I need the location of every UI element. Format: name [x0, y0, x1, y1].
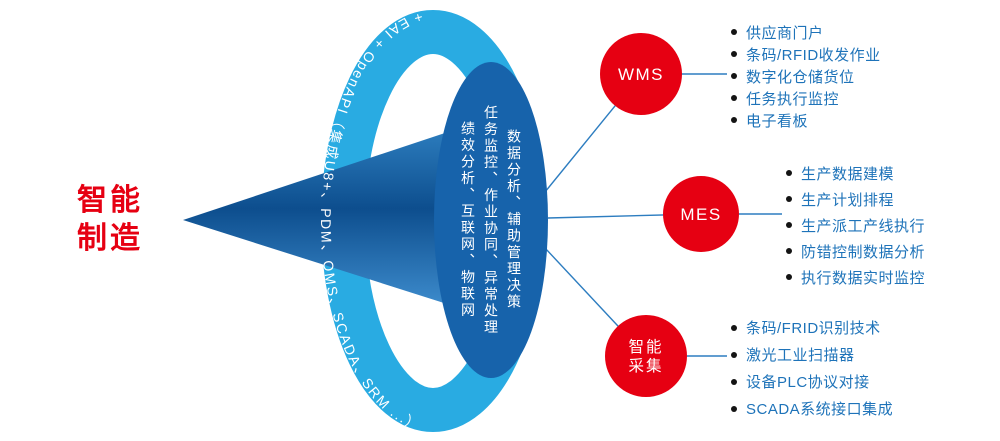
bullet-icon: [786, 196, 792, 202]
bullet-icon: [786, 222, 792, 228]
feature-label: 生产计划排程: [801, 191, 895, 209]
mes-node-label: MES: [680, 205, 721, 224]
feature-label: 设备PLC协议对接: [746, 374, 870, 391]
feature-label: 条码/RFID收发作业: [746, 46, 881, 64]
feature-label: 执行数据实时监控: [801, 269, 926, 287]
list-item: SCADA系统接口集成: [731, 395, 893, 422]
list-item: 设备PLC协议对接: [731, 368, 893, 395]
list-item: 任务执行监控: [731, 87, 881, 109]
funnel-cone: [183, 126, 466, 310]
list-item: 生产派工产线执行: [786, 212, 925, 238]
list-item: 防错控制数据分析: [786, 238, 925, 264]
bullet-icon: [786, 274, 792, 280]
feature-label: 条码/FRID识别技术: [746, 320, 881, 337]
mes-node: [663, 176, 739, 252]
list-item: 生产计划排程: [786, 186, 925, 212]
smart-collect-node-label-line1: 智能: [628, 338, 663, 356]
smart-collect-node-label-line2: 采集: [628, 357, 663, 375]
bullet-icon: [731, 117, 737, 123]
bullet-icon: [731, 51, 737, 57]
bullet-icon: [731, 405, 737, 412]
wms-node: [600, 33, 682, 115]
list-item: 激光工业扫描器: [731, 341, 893, 368]
feature-label: 任务执行监控: [746, 90, 840, 108]
smart-collect-node: [605, 315, 687, 397]
list-item: 供应商门户: [731, 21, 881, 43]
wms-node-label: WMS: [618, 65, 664, 84]
smart-collect-feature-list: 条码/FRID识别技术 激光工业扫描器 设备PLC协议对接 SCADA系统接口集…: [731, 314, 893, 422]
bullet-icon: [731, 378, 737, 385]
feature-label: 激光工业扫描器: [746, 347, 855, 364]
bullet-icon: [786, 170, 792, 176]
feature-label: 生产数据建模: [801, 165, 895, 183]
list-item: 生产数据建模: [786, 160, 925, 186]
feature-label: SCADA系统接口集成: [746, 401, 894, 418]
core-ellipse: [434, 62, 548, 378]
list-item: 条码/RFID收发作业: [731, 43, 881, 65]
page-title-line2: 制造: [77, 222, 143, 255]
bullet-icon: [731, 351, 737, 358]
mes-feature-list: 生产数据建模 生产计划排程 生产派工产线执行 防错控制数据分析 执行数据实时监控: [786, 160, 925, 290]
wms-feature-list: 供应商门户 条码/RFID收发作业 数字化仓储货位 任务执行监控 电子看板: [731, 21, 881, 131]
page-title-line1: 智能: [77, 184, 143, 217]
feature-label: 供应商门户: [746, 24, 824, 42]
bullet-icon: [731, 29, 737, 35]
list-item: 数字化仓储货位: [731, 65, 881, 87]
feature-label: 生产派工产线执行: [801, 217, 926, 235]
feature-label: 防错控制数据分析: [801, 243, 926, 261]
bullet-icon: [786, 248, 792, 254]
feature-label: 数字化仓储货位: [746, 68, 855, 86]
list-item: 电子看板: [731, 109, 881, 131]
list-item: 条码/FRID识别技术: [731, 314, 893, 341]
bullet-icon: [731, 324, 737, 331]
bullet-icon: [731, 73, 737, 79]
list-item: 执行数据实时监控: [786, 264, 925, 290]
feature-label: 电子看板: [746, 112, 809, 130]
page-title: 智能 制造: [77, 182, 143, 258]
bullet-icon: [731, 95, 737, 101]
